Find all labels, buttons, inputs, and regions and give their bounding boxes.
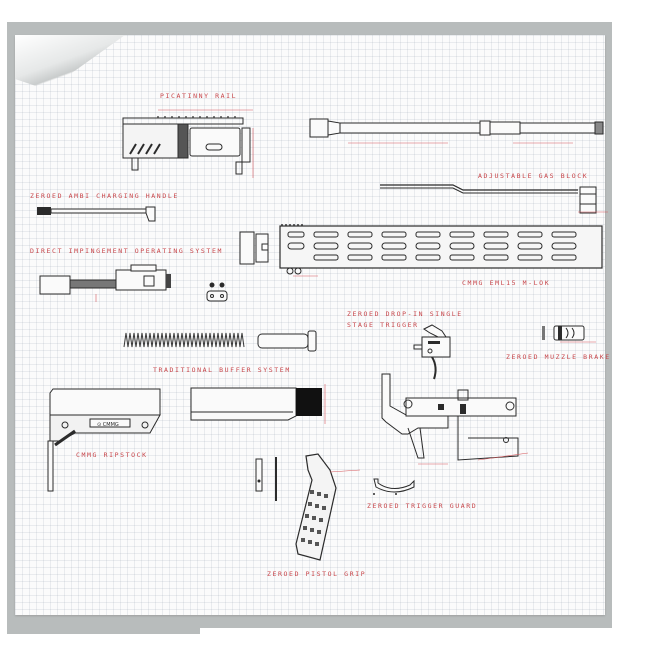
stock-drawing: ⊙ CMMG [45, 385, 165, 495]
label-operating-system: DIRECT IMPINGEMENT OPERATING SYSTEM [30, 247, 223, 255]
frame-torn-edge [200, 628, 650, 650]
label-pistol-grip: ZEROED PISTOL GRIP [267, 570, 367, 578]
label-trigger-guard: ZEROED TRIGGER GUARD [367, 502, 478, 510]
label-ripstock: CMMG RIPSTOCK [76, 451, 148, 459]
label-picatinny-rail: PICATINNY RAIL [160, 92, 238, 100]
buffer-spring-drawing [122, 329, 247, 353]
buffer-tube-drawing [188, 384, 328, 424]
handguard-drawing [278, 222, 608, 278]
label-buffer-system: TRADITIONAL BUFFER SYSTEM [153, 366, 291, 374]
label-trigger-line2: STAGE TRIGGER [347, 321, 419, 329]
label-handguard: CMMG EML15 M-LOK [462, 279, 551, 287]
trigger-assembly-drawing [412, 323, 462, 383]
buffer-drawing [256, 329, 322, 353]
svg-text:⊙ CMMG: ⊙ CMMG [97, 422, 119, 428]
barrel-drawing [308, 113, 613, 153]
charging-handle-drawing [35, 205, 160, 225]
barrel-nut-drawing [238, 230, 273, 266]
upper-receiver-drawing [118, 108, 263, 178]
muzzle-brake-drawing [540, 322, 600, 344]
label-trigger-line1: ZEROED DROP-IN SINGLE [347, 310, 463, 318]
grip-screw-pins-drawing [254, 455, 284, 505]
label-muzzle-brake: ZEROED MUZZLE BRAKE [506, 353, 611, 361]
bolt-carrier-group-drawing [36, 262, 176, 302]
nut-plate-drawing [205, 281, 229, 303]
label-adjustable-gas-block: ADJUSTABLE GAS BLOCK [478, 172, 589, 180]
lower-receiver-drawing [378, 368, 529, 468]
gas-tube-drawing [378, 182, 608, 216]
trigger-guard-drawing [370, 475, 420, 497]
label-charging-handle: ZEROED AMBI CHARGING HANDLE [30, 192, 179, 200]
pistol-grip-drawing [290, 450, 361, 565]
